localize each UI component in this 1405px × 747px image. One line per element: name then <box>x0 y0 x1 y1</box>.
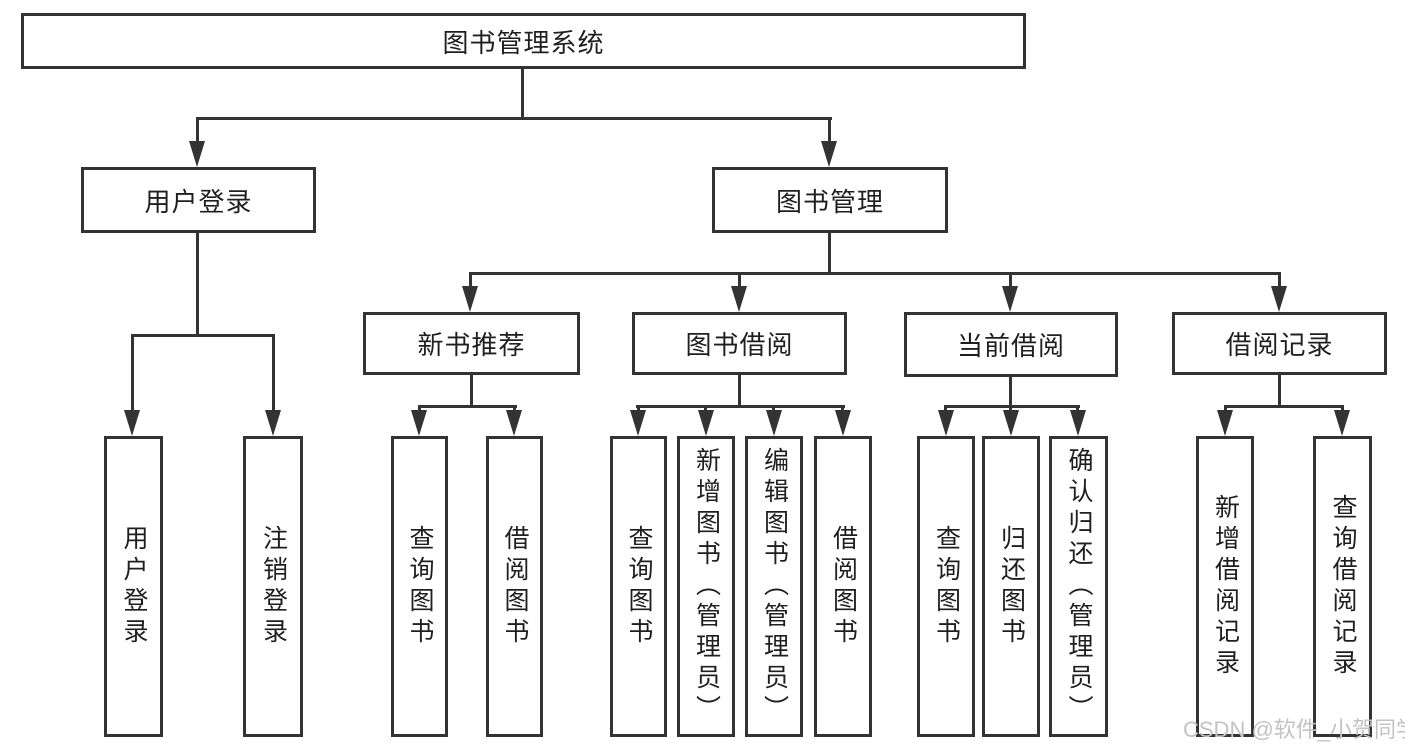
leaf-edit-book-admin: 编辑图书（管理员） <box>745 436 803 737</box>
arrow-down-icon <box>1003 410 1019 436</box>
connector-line <box>1009 377 1012 407</box>
node-current-borrow: 当前借阅 <box>904 312 1118 377</box>
connector-line <box>196 233 199 336</box>
connector-line <box>470 375 473 407</box>
connector-line <box>470 272 1281 275</box>
connector-line <box>636 405 845 408</box>
arrow-down-icon <box>1217 410 1233 436</box>
arrow-down-icon <box>1334 410 1350 436</box>
arrow-down-icon <box>698 410 714 436</box>
connector-line <box>131 334 134 414</box>
leaf-add-borrow-record: 新增借阅记录 <box>1196 436 1254 737</box>
connector-line <box>828 117 831 145</box>
node-root: 图书管理系统 <box>21 13 1026 69</box>
leaf-query-borrow-record: 查询借阅记录 <box>1313 436 1372 737</box>
leaf-query-books-recommend: 查询图书 <box>391 436 448 737</box>
arrow-down-icon <box>1070 410 1086 436</box>
connector-line <box>521 68 524 119</box>
watermark: CSDN @软件_小贺同学 <box>1183 717 1405 742</box>
arrow-down-icon <box>1271 286 1287 312</box>
connector-line <box>196 117 199 145</box>
node-borrow-records: 借阅记录 <box>1172 312 1387 375</box>
arrow-down-icon <box>835 410 851 436</box>
arrow-down-icon <box>766 410 782 436</box>
arrow-down-icon <box>124 410 140 436</box>
arrow-down-icon <box>731 286 747 312</box>
connector-line <box>1278 375 1281 407</box>
leaf-borrow-books-recommend: 借阅图书 <box>486 436 543 737</box>
arrow-down-icon <box>821 141 837 167</box>
arrow-down-icon <box>630 410 646 436</box>
connector-line <box>1009 272 1012 290</box>
leaf-user-login: 用户登录 <box>104 436 163 737</box>
connector-line <box>738 375 741 407</box>
leaf-logout: 注销登录 <box>243 436 303 737</box>
arrow-down-icon <box>265 410 281 436</box>
connector-line <box>197 117 832 120</box>
leaf-return-book: 归还图书 <box>982 436 1040 737</box>
connector-line <box>418 405 517 408</box>
connector-line <box>738 272 741 290</box>
arrow-down-icon <box>938 410 954 436</box>
node-user-login: 用户登录 <box>81 167 316 233</box>
connector-line <box>469 272 472 290</box>
connector-line <box>1278 272 1281 290</box>
leaf-confirm-return-admin: 确认归还（管理员） <box>1049 436 1108 737</box>
connector-line <box>944 405 1080 408</box>
arrow-down-icon <box>462 286 478 312</box>
arrow-down-icon <box>411 410 427 436</box>
leaf-query-books-current: 查询图书 <box>917 436 975 737</box>
leaf-add-book-admin: 新增图书（管理员） <box>677 436 735 737</box>
arrow-down-icon <box>1002 286 1018 312</box>
connector-line <box>272 334 275 414</box>
connector-line <box>1224 405 1344 408</box>
node-book-management: 图书管理 <box>712 167 948 233</box>
arrow-down-icon <box>189 141 205 167</box>
leaf-borrow-books: 借阅图书 <box>814 436 872 737</box>
leaf-query-books-borrow: 查询图书 <box>610 436 667 737</box>
connector-line <box>828 233 831 275</box>
node-new-book-recommend: 新书推荐 <box>363 312 580 375</box>
arrow-down-icon <box>506 410 522 436</box>
node-book-borrow: 图书借阅 <box>632 312 847 375</box>
connector-line <box>131 334 274 337</box>
